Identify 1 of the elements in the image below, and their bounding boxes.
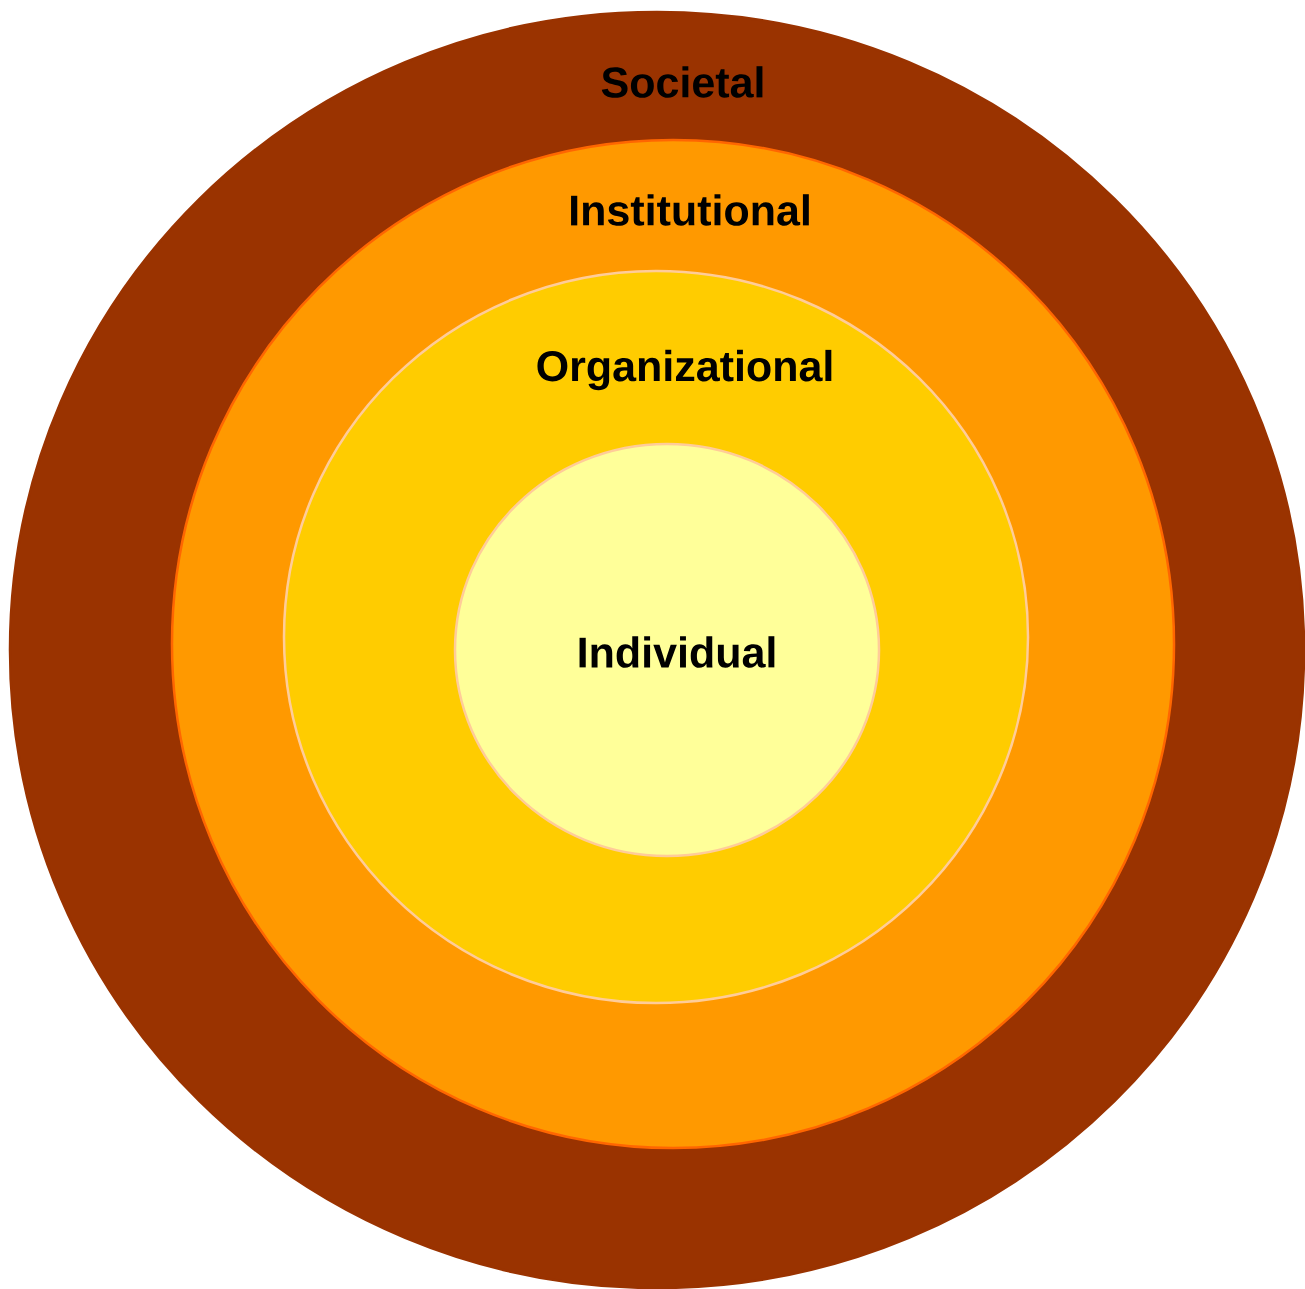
circle-layer: Individual (453, 442, 881, 858)
